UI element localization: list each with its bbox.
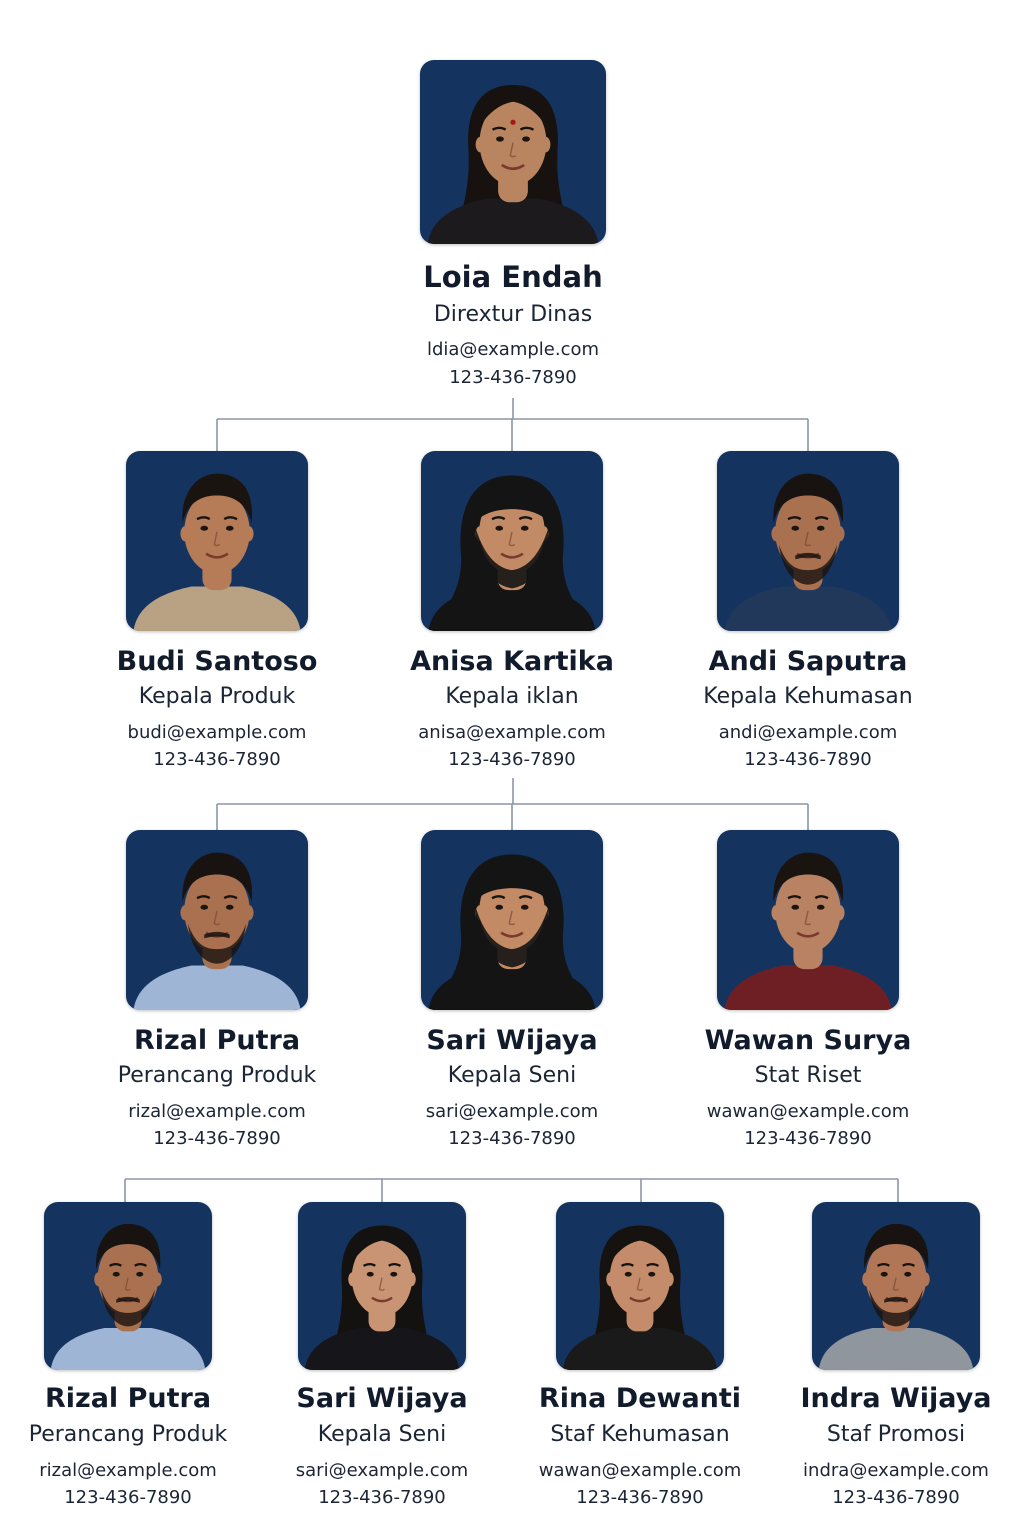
person-role: Kepala Seni <box>317 1422 447 1448</box>
person-phone: 123-436-7890 <box>744 748 872 770</box>
person-phone: 123-436-7890 <box>744 1127 872 1149</box>
person-name: Wawan Surya <box>704 1025 912 1057</box>
person-role: Kepala Produk <box>138 684 296 710</box>
person-role: Staf Promosi <box>826 1422 966 1448</box>
person-name: Rizal Putra <box>133 1025 301 1057</box>
person-phone: 123-436-7890 <box>448 1127 576 1149</box>
profile-photo <box>812 1202 980 1370</box>
profile-photo <box>717 830 899 1010</box>
person-role: Dirextur Dinas <box>433 302 593 328</box>
person-name: Indra Wijaya <box>800 1383 992 1415</box>
person-name: Sari Wijaya <box>296 1383 468 1415</box>
person-phone: 123-436-7890 <box>64 1486 192 1508</box>
person-email[interactable]: anisa@example.com <box>418 721 606 743</box>
profile-photo <box>421 830 603 1010</box>
profile-photo <box>556 1202 724 1370</box>
person-role: Kepala Seni <box>447 1063 577 1089</box>
person-name: Loia Endah <box>423 260 603 295</box>
person-email[interactable]: budi@example.com <box>127 721 307 743</box>
person-role: Staf Kehumasan <box>550 1422 730 1448</box>
person-email[interactable]: sari@example.com <box>425 1100 599 1122</box>
person-email[interactable]: wawan@example.com <box>538 1459 742 1481</box>
profile-photo <box>420 60 606 244</box>
profile-photo <box>44 1202 212 1370</box>
profile-photo <box>421 451 603 631</box>
person-name: Sari Wijaya <box>426 1025 598 1057</box>
person-phone: 123-436-7890 <box>449 366 577 388</box>
person-name: Rina Dewanti <box>538 1383 742 1415</box>
person-phone: 123-436-7890 <box>153 1127 281 1149</box>
person-phone: 123-436-7890 <box>153 748 281 770</box>
person-phone: 123-436-7890 <box>576 1486 704 1508</box>
person-phone: 123-436-7890 <box>448 748 576 770</box>
person-name: Rizal Putra <box>44 1383 212 1415</box>
person-email[interactable]: wawan@example.com <box>706 1100 910 1122</box>
profile-photo <box>298 1202 466 1370</box>
person-email[interactable]: sari@example.com <box>295 1459 469 1481</box>
person-role: Kepala iklan <box>445 684 579 710</box>
person-email[interactable]: rizal@example.com <box>39 1459 217 1481</box>
person-role: Perancang Produk <box>117 1063 317 1089</box>
profile-photo <box>126 451 308 631</box>
person-phone: 123-436-7890 <box>832 1486 960 1508</box>
person-phone: 123-436-7890 <box>318 1486 446 1508</box>
person-name: Budi Santoso <box>116 646 318 678</box>
person-name: Andi Saputra <box>708 646 908 678</box>
person-role: Perancang Produk <box>28 1422 228 1448</box>
profile-photo <box>717 451 899 631</box>
person-email[interactable]: andi@example.com <box>718 721 898 743</box>
person-role: Stat Riset <box>754 1063 862 1089</box>
person-email[interactable]: rizal@example.com <box>128 1100 306 1122</box>
person-role: Kepala Kehumasan <box>703 684 913 710</box>
person-name: Anisa Kartika <box>410 646 614 678</box>
person-email[interactable]: ldia@example.com <box>426 338 600 360</box>
profile-photo <box>126 830 308 1010</box>
person-email[interactable]: indra@example.com <box>803 1459 989 1481</box>
